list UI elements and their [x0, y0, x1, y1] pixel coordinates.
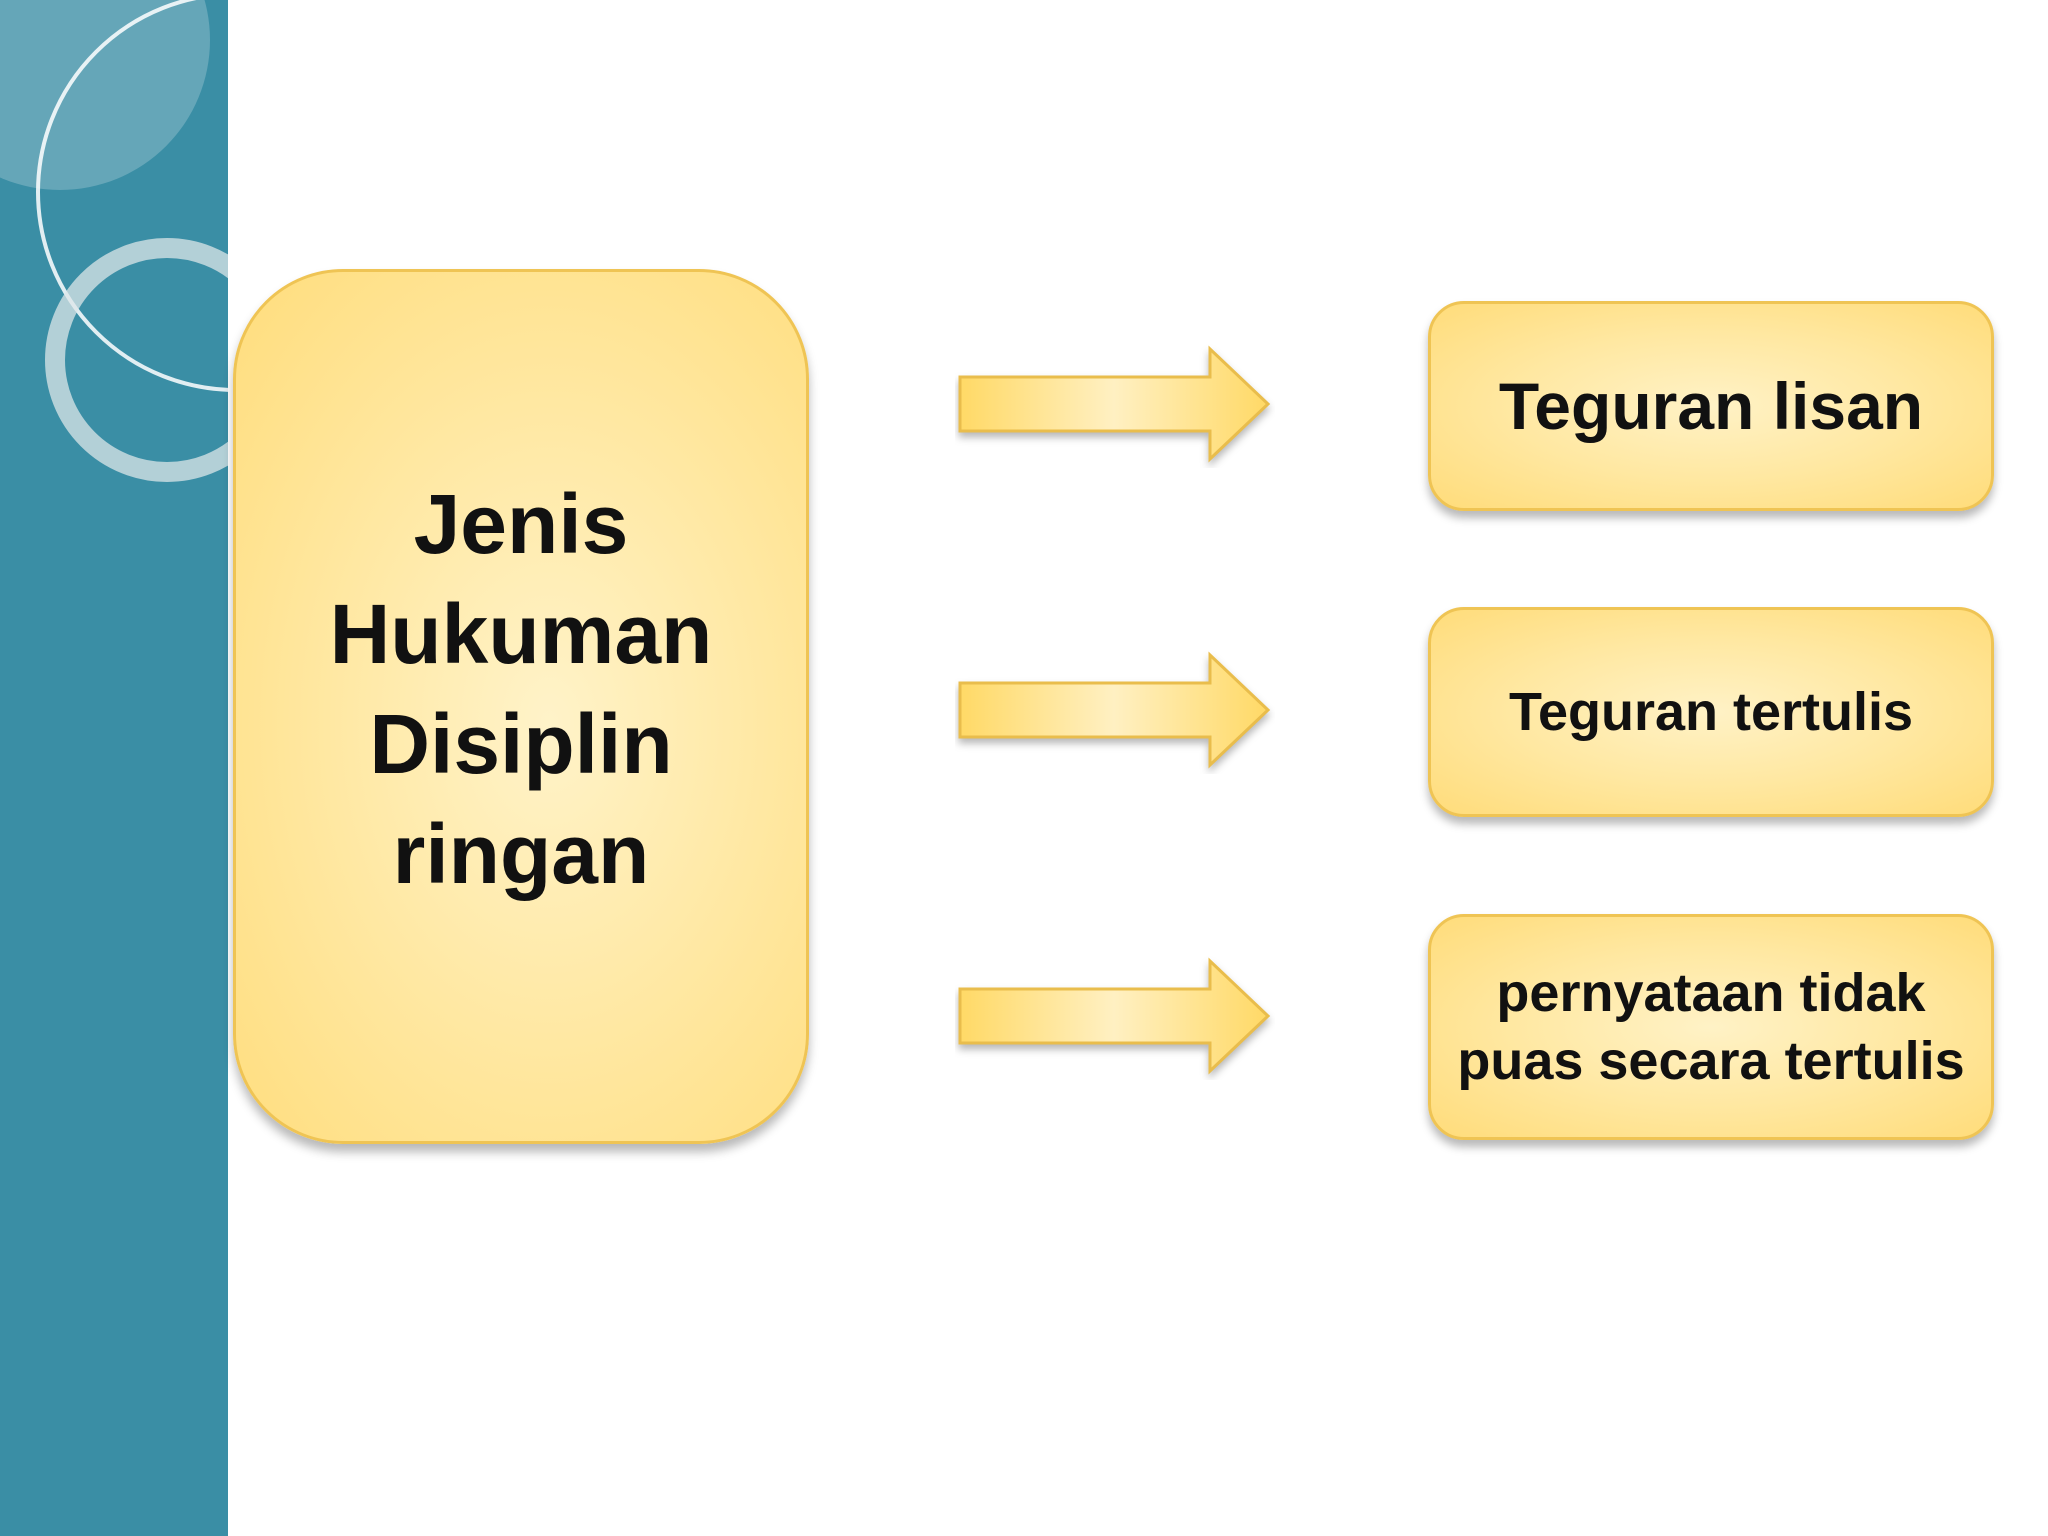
item-box-teguran-tertulis: Teguran tertulis	[1428, 607, 1994, 817]
sidebar-band	[0, 0, 228, 1536]
item-label: Teguran lisan	[1498, 369, 1924, 443]
arrow-right-icon	[958, 957, 1271, 1075]
main-category-label: Jenis Hukuman Disiplin ringan	[329, 476, 713, 901]
item-label: Teguran tertulis	[1508, 682, 1914, 742]
item-box-pernyataan-tidak-puas: pernyataan tidak puas secara tertulis	[1428, 914, 1994, 1140]
item-box-teguran-lisan: Teguran lisan	[1428, 301, 1994, 511]
arrow-right-icon	[958, 651, 1271, 769]
arrow-right-icon	[958, 345, 1271, 463]
decorative-circles	[0, 0, 228, 482]
item-label: pernyataan tidak puas secara tertulis	[1457, 963, 1965, 1091]
main-category-box: Jenis Hukuman Disiplin ringan	[233, 269, 809, 1144]
